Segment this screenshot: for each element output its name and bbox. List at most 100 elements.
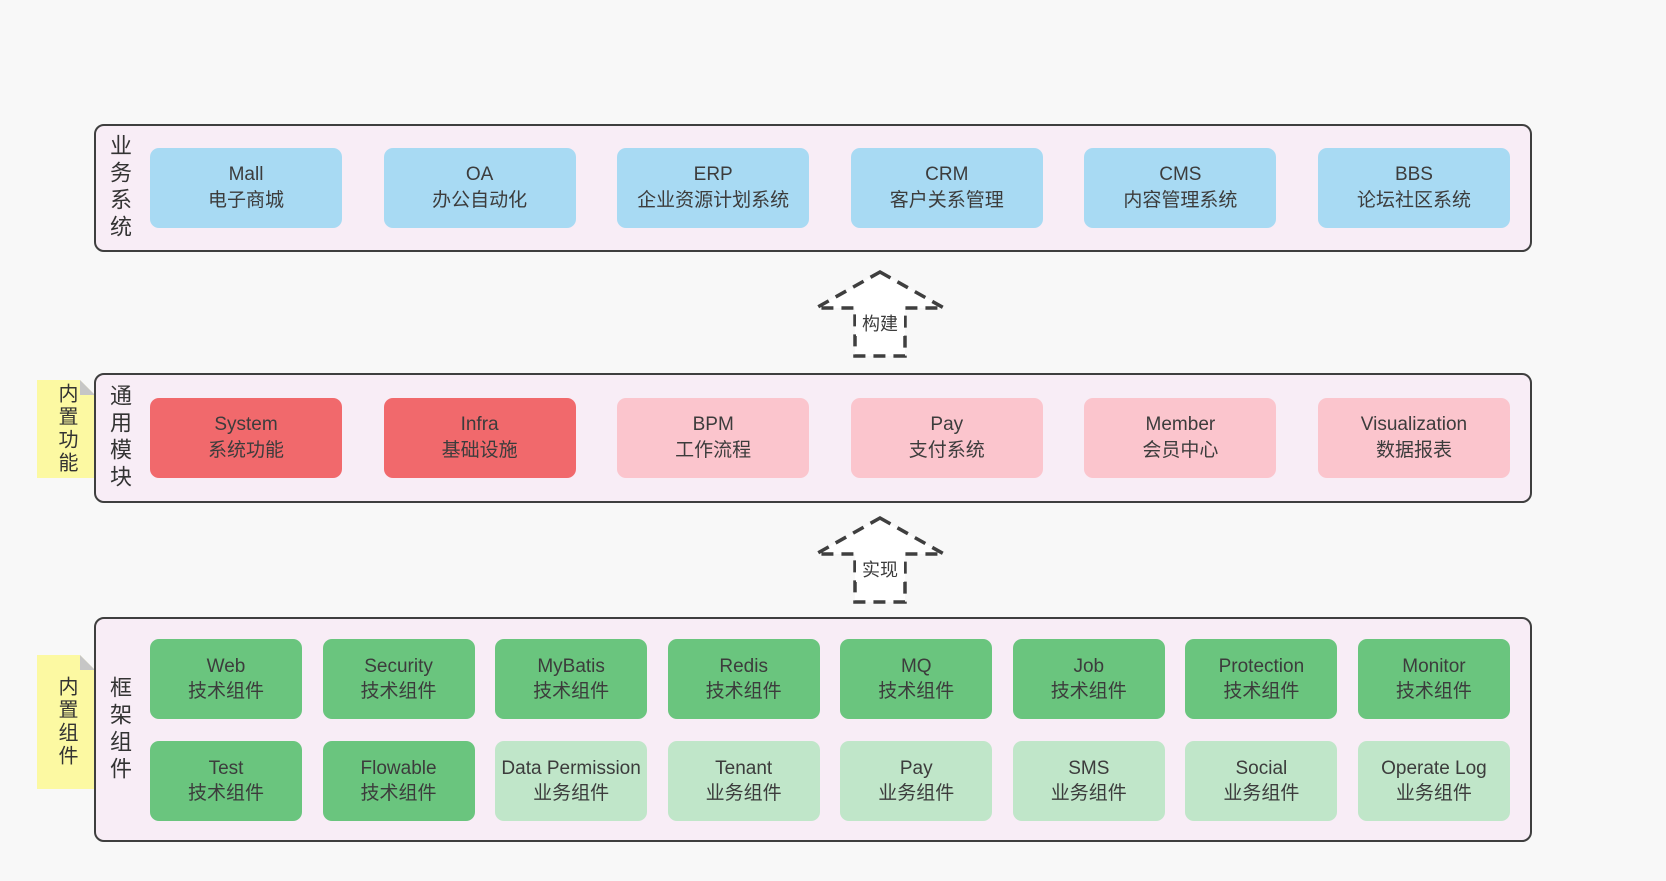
module-subtitle: 支付系统 [908, 440, 985, 461]
module-subtitle: 客户关系管理 [889, 190, 1004, 211]
module-box-system: System 系统功能 [150, 398, 342, 478]
module-name: Pay [930, 414, 964, 435]
build-arrow-label: 构建 [856, 310, 904, 336]
module-box-bpm: BPM 工作流程 [617, 398, 810, 478]
implement-arrow-label: 实现 [856, 556, 904, 582]
module-box-bbs: BBS 论坛社区系统 [1317, 148, 1510, 228]
module-subtitle: 技术组件 [1223, 680, 1300, 702]
implement-arrow: 实现 [810, 514, 950, 606]
module-box-crm: CRM 客户关系管理 [850, 148, 1043, 228]
module-name: Job [1073, 655, 1105, 677]
module-name: Data Permission [501, 757, 641, 779]
module-name: Social [1235, 757, 1288, 779]
module-box-social: Social 业务组件 [1185, 740, 1338, 821]
module-name: BBS [1394, 164, 1433, 185]
module-name: MyBatis [537, 655, 605, 677]
module-box-mybatis: MyBatis 技术组件 [495, 638, 648, 719]
sticky-note-builtin-components: 内置组件 [37, 655, 95, 789]
module-name: Web [206, 655, 246, 677]
module-box-redis: Redis 技术组件 [667, 638, 820, 719]
module-subtitle: 电子商城 [207, 190, 284, 211]
module-subtitle: 技术组件 [1050, 680, 1127, 702]
sticky-note-label: 内置组件 [55, 676, 77, 768]
module-subtitle: 系统功能 [207, 440, 284, 461]
module-subtitle: 论坛社区系统 [1356, 190, 1471, 211]
module-subtitle: 业务组件 [878, 782, 955, 804]
module-subtitle: 工作流程 [675, 440, 752, 461]
module-box-tenant: Tenant 业务组件 [667, 740, 820, 821]
module-name: Member [1145, 414, 1216, 435]
module-name: Test [208, 757, 244, 779]
module-subtitle: 技术组件 [187, 782, 264, 804]
module-name: SMS [1068, 757, 1110, 779]
module-subtitle: 技术组件 [705, 680, 782, 702]
module-box-erp: ERP 企业资源计划系统 [617, 148, 810, 228]
section-label-common-modules: 通用模块 [107, 384, 132, 492]
module-box-sms: SMS 业务组件 [1012, 740, 1165, 821]
sticky-note-label: 内置功能 [55, 383, 77, 475]
module-box-security: Security 技术组件 [322, 638, 475, 719]
module-name: BPM [692, 414, 734, 435]
module-box-member: Member 会员中心 [1084, 398, 1277, 478]
module-subtitle: 业务组件 [533, 782, 610, 804]
module-name: Mall [228, 164, 264, 185]
panel-common-modules: 通用模块 System 系统功能 Infra 基础设施 BPM 工作流程 Pay 支付系统 Me… [94, 373, 1532, 503]
module-name: System [214, 414, 278, 435]
module-box-flowable: Flowable 技术组件 [322, 740, 475, 821]
module-box-web: Web 技术组件 [150, 638, 302, 719]
module-name: Protection [1218, 655, 1305, 677]
module-name: Monitor [1402, 655, 1466, 677]
module-name: OA [465, 164, 494, 185]
module-subtitle: 企业资源计划系统 [637, 190, 790, 211]
module-box-mq: MQ 技术组件 [840, 638, 993, 719]
build-arrow: 构建 [810, 268, 950, 360]
module-subtitle: 内容管理系统 [1123, 190, 1238, 211]
module-name: Visualization [1360, 414, 1468, 435]
module-name: Tenant [715, 757, 773, 779]
module-name: CMS [1159, 164, 1202, 185]
module-subtitle: 数据报表 [1375, 440, 1452, 461]
module-name: CRM [925, 164, 969, 185]
module-box-test: Test 技术组件 [150, 740, 302, 821]
module-subtitle: 技术组件 [878, 680, 955, 702]
section-label-business-systems: 业务系统 [107, 134, 132, 242]
module-name: Security [364, 655, 433, 677]
module-name: Infra [460, 414, 499, 435]
module-name: Flowable [360, 757, 437, 779]
section-label-framework-components: 框架组件 [107, 675, 132, 784]
module-name: Pay [899, 757, 933, 779]
module-box-protection: Protection 技术组件 [1185, 638, 1338, 719]
module-box-cms: CMS 内容管理系统 [1084, 148, 1277, 228]
folded-corner-icon [80, 655, 95, 670]
module-subtitle: 技术组件 [360, 680, 437, 702]
module-name: Operate Log [1381, 757, 1487, 779]
folded-corner-icon [80, 380, 95, 395]
module-box-pay: Pay 业务组件 [840, 740, 993, 821]
module-subtitle: 技术组件 [533, 680, 610, 702]
module-subtitle: 业务组件 [1223, 782, 1300, 804]
sticky-note-builtin-features: 内置功能 [37, 380, 95, 478]
module-subtitle: 基础设施 [441, 440, 518, 461]
module-subtitle: 技术组件 [187, 680, 264, 702]
module-box-monitor: Monitor 技术组件 [1357, 638, 1510, 719]
module-subtitle: 技术组件 [1395, 680, 1472, 702]
module-name: Redis [719, 655, 768, 677]
module-subtitle: 业务组件 [705, 782, 782, 804]
module-box-pay: Pay 支付系统 [850, 398, 1043, 478]
module-box-data-permission: Data Permission 业务组件 [495, 740, 648, 821]
common-modules-boxes: System 系统功能 Infra 基础设施 BPM 工作流程 Pay 支付系统 Member 会… [142, 398, 1530, 478]
module-name: MQ [900, 655, 932, 677]
module-subtitle: 技术组件 [360, 782, 437, 804]
module-box-visualization: Visualization 数据报表 [1317, 398, 1510, 478]
module-name: ERP [693, 164, 733, 185]
module-subtitle: 业务组件 [1050, 782, 1127, 804]
module-subtitle: 会员中心 [1142, 440, 1219, 461]
